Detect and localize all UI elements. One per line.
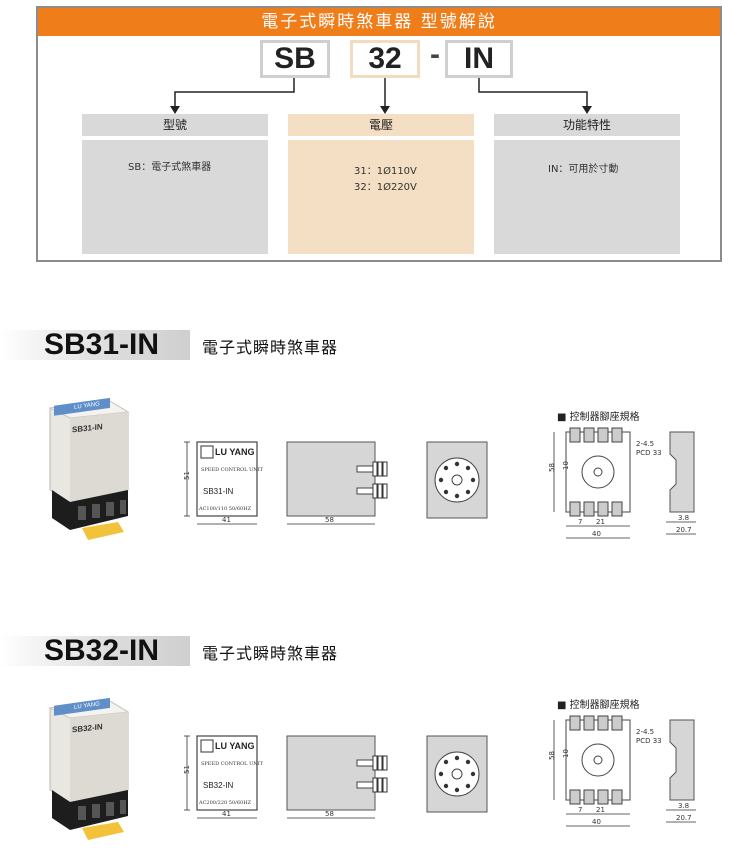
column-body-voltage: 31：1Ø110V 32：1Ø220V — [288, 140, 474, 254]
socket-dim-3-8: 3.8 — [678, 802, 689, 810]
photo-model: SB31-IN — [72, 422, 103, 434]
socket-pcd: PCD 33 — [636, 737, 662, 745]
section-description: 電子式瞬時煞車器 — [202, 644, 339, 663]
column-header-function: 功能特性 — [494, 114, 680, 136]
dim-width: 41 — [222, 516, 231, 524]
socket-dim-7: 7 — [578, 806, 582, 814]
section-title-sb32: SB32-IN 電子式瞬時煞車器 — [0, 634, 400, 667]
socket-dim-10: 10 — [562, 749, 570, 758]
title-gradient — [0, 636, 190, 666]
side-view-drawing: 58 — [286, 441, 388, 525]
socket-hole: 2-4.5 — [636, 728, 654, 736]
socket-hole: 2-4.5 — [636, 440, 654, 448]
front-brand: LU YANG — [215, 447, 255, 457]
front-subtitle: SPEED CONTROL UNIT — [201, 761, 264, 767]
code-dash: - — [430, 38, 440, 71]
bottom-view-drawing — [426, 441, 488, 519]
product-photo: LU YANG SB32-IN — [48, 698, 130, 840]
bottom-view-drawing — [426, 735, 488, 813]
socket-spec-title: ■ 控制器腳座規格 — [557, 700, 640, 711]
front-rating: AC200/220 50/60HZ — [198, 800, 252, 806]
code-part-function: IN — [445, 40, 513, 78]
socket-dim-21: 21 — [596, 806, 605, 814]
front-brand: LU YANG — [215, 741, 255, 751]
front-view-drawing: LU YANG SPEED CONTROL UNIT SB32-IN AC200… — [183, 735, 264, 819]
voltage-32: 32：1Ø220V — [354, 182, 417, 193]
column-body-function: IN：可用於寸動 — [494, 140, 680, 254]
code-part-voltage: 32 — [350, 40, 420, 78]
side-view-drawing: 58 — [286, 735, 388, 819]
section-title-sb31: SB31-IN 電子式瞬時煞車器 — [0, 328, 400, 361]
column-body-model: SB：電子式煞車器 — [82, 140, 268, 254]
dim-depth: 58 — [325, 810, 334, 818]
photo-model: SB32-IN — [72, 722, 103, 734]
socket-dim-58: 58 — [548, 463, 556, 472]
socket-dim-40: 40 — [592, 530, 601, 538]
model-code-panel: 電子式瞬時煞車器 型號解說 SB 32 - IN 型號 電壓 功能特性 SB：電… — [36, 6, 722, 262]
front-subtitle: SPEED CONTROL UNIT — [201, 467, 264, 473]
socket-pcd: PCD 33 — [636, 449, 662, 457]
function-desc: IN：可用於寸動 — [548, 164, 619, 175]
socket-dim-3-8: 3.8 — [678, 514, 689, 522]
socket-dim-58: 58 — [548, 751, 556, 760]
dim-height: 51 — [183, 471, 191, 480]
socket-dim-7: 7 — [578, 518, 582, 526]
socket-dim-20-7: 20.7 — [676, 814, 692, 822]
socket-dim-40: 40 — [592, 818, 601, 826]
column-header-voltage: 電壓 — [288, 114, 474, 136]
socket-dim-21: 21 — [596, 518, 605, 526]
title-gradient — [0, 330, 190, 360]
column-header-model: 型號 — [82, 114, 268, 136]
section-model-name: SB31-IN — [44, 328, 160, 361]
front-model: SB32-IN — [203, 781, 233, 790]
section-model-name: SB32-IN — [44, 634, 160, 667]
socket-dim-10: 10 — [562, 461, 570, 470]
model-desc: SB：電子式煞車器 — [128, 162, 212, 173]
code-connector-arrows — [170, 78, 592, 114]
product-photo: LU YANG SB31-IN — [48, 398, 130, 540]
photo-brand: LU YANG — [74, 701, 100, 711]
socket-spec-title: ■ 控制器腳座規格 — [557, 412, 640, 423]
socket-drawing: 58 10 2-4.5 PCD 33 7 21 40 3.8 20.7 — [548, 715, 696, 827]
front-model: SB31-IN — [203, 487, 233, 496]
panel-title: 電子式瞬時煞車器 型號解說 — [38, 8, 720, 36]
socket-drawing: 58 10 2-4.5 PCD 33 7 21 40 3.8 20.7 — [548, 427, 696, 539]
dim-depth: 58 — [325, 516, 334, 524]
front-rating: AC100/110 50/60HZ — [198, 506, 252, 512]
photo-brand: LU YANG — [74, 401, 100, 411]
voltage-31: 31：1Ø110V — [354, 166, 417, 177]
section-description: 電子式瞬時煞車器 — [202, 338, 339, 357]
front-view-drawing: LU YANG SPEED CONTROL UNIT SB31-IN AC100… — [183, 441, 264, 525]
socket-dim-20-7: 20.7 — [676, 526, 692, 534]
dim-height: 51 — [183, 765, 191, 774]
dim-width: 41 — [222, 810, 231, 818]
code-part-series: SB — [260, 40, 330, 78]
